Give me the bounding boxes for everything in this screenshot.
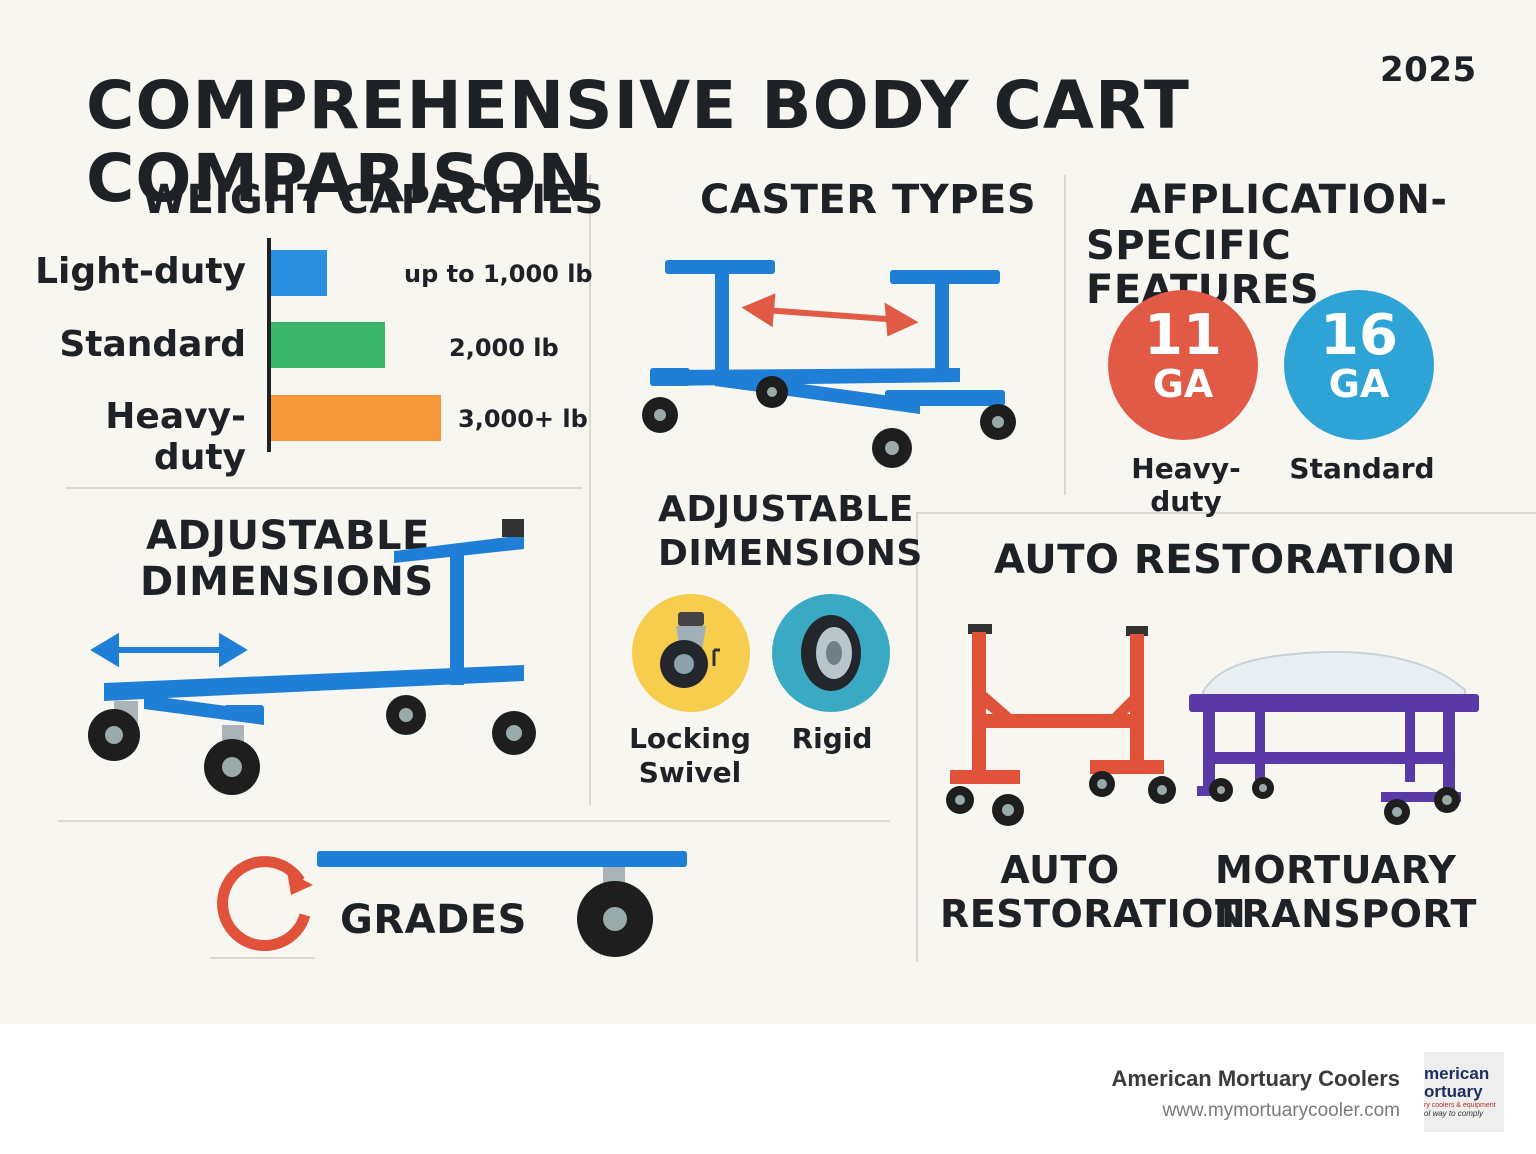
purple-mortuary-cart-icon — [1189, 650, 1479, 825]
rigid-wheel-icon — [801, 615, 861, 691]
swivel-caster-icon — [660, 612, 720, 688]
bar-light-duty — [271, 250, 327, 296]
year-label: 2025 — [1380, 50, 1477, 90]
gauge-11-number: 11 — [1144, 303, 1222, 368]
gauge-16-badge: 16 GA — [1284, 290, 1434, 440]
gauge-11-caption: Heavy-duty — [1131, 452, 1241, 518]
logo-line-1: merican — [1424, 1064, 1490, 1083]
application-heading-1: AFPLICATION- — [1130, 177, 1448, 223]
logo-line-4: ol way to comply — [1424, 1109, 1484, 1118]
auto-heading: AUTO RESTORATION — [994, 537, 1456, 583]
caster-heading: CASTER TYPES — [700, 177, 1037, 223]
grades-label: GRADES — [340, 897, 527, 943]
gauge-16-caption: Standard — [1289, 452, 1435, 485]
adjustable-left-heading-1: ADJUSTABLE — [146, 513, 430, 559]
bar-label-heavy: Heavy-duty — [105, 396, 246, 478]
gauge-16-unit: GA — [1328, 362, 1390, 406]
logo-line-3: ry coolers & equipment — [1424, 1102, 1496, 1109]
footer-logo: merican ortuary ry coolers & equipment o… — [1424, 1052, 1504, 1132]
red-auto-cart-icon — [946, 624, 1176, 826]
footer-company: American Mortuary Coolers — [1111, 1066, 1400, 1091]
rigid-wheel-badge — [772, 594, 890, 712]
rotate-icon — [217, 856, 313, 952]
adjustable-cart-icon — [88, 519, 536, 795]
divider-h1 — [66, 487, 582, 489]
gauge-11-unit: GA — [1152, 362, 1214, 406]
swivel-caster-badge — [632, 594, 750, 712]
adjustable-middle-heading-1: ADJUSTABLE — [658, 489, 914, 530]
bar-standard — [271, 322, 385, 368]
divider-h3 — [918, 512, 1536, 514]
auto-item-2-line1: MORTUARY — [1215, 848, 1457, 892]
bar-label-light: Light-duty — [35, 251, 246, 292]
divider-v3 — [916, 512, 918, 962]
footer-url[interactable]: www.mymortuarycooler.com — [1162, 1100, 1400, 1121]
page-title: COMPREHENSIVE BODY CART COMPARISON — [86, 67, 1190, 217]
logo-line-2: ortuary — [1424, 1082, 1483, 1101]
bar-value-light: up to 1,000 lb — [404, 260, 593, 288]
bar-value-standard: 2,000 lb — [449, 334, 559, 362]
bar-label-standard: Standard — [59, 324, 246, 365]
divider-v2 — [1064, 175, 1066, 495]
gauge-16-number: 16 — [1320, 303, 1398, 368]
flat-cart-icon — [317, 851, 687, 957]
auto-item-2-line2: TRANSPORT — [1215, 892, 1477, 936]
bar-axis — [267, 238, 271, 452]
bar-heavy-duty — [271, 395, 441, 441]
bar-value-heavy: 3,000+ lb — [458, 405, 588, 433]
swivel-caption-2: Swivel — [638, 756, 742, 789]
auto-item-1-line1: AUTO — [1000, 848, 1120, 892]
gauge-11-badge: 11 GA — [1108, 290, 1258, 440]
adjustable-middle-heading-2: DIMENSIONS — [658, 533, 923, 574]
divider-v1 — [589, 175, 591, 805]
divider-h2 — [58, 820, 890, 822]
weight-heading: WEIGHT CAPACITIES — [142, 177, 604, 223]
application-heading-2: SPECIFIC FEATURES — [1086, 223, 1320, 313]
footer: American Mortuary Coolers www.mymortuary… — [0, 1024, 1536, 1154]
swivel-caption-1: Locking — [629, 722, 751, 755]
divider-h4 — [210, 957, 315, 959]
adjustable-left-heading-2: DIMENSIONS — [140, 559, 434, 605]
auto-item-1-line2: RESTORATION — [940, 892, 1247, 936]
rigid-caption: Rigid — [791, 722, 873, 755]
caster-cart-icon — [642, 260, 1016, 468]
